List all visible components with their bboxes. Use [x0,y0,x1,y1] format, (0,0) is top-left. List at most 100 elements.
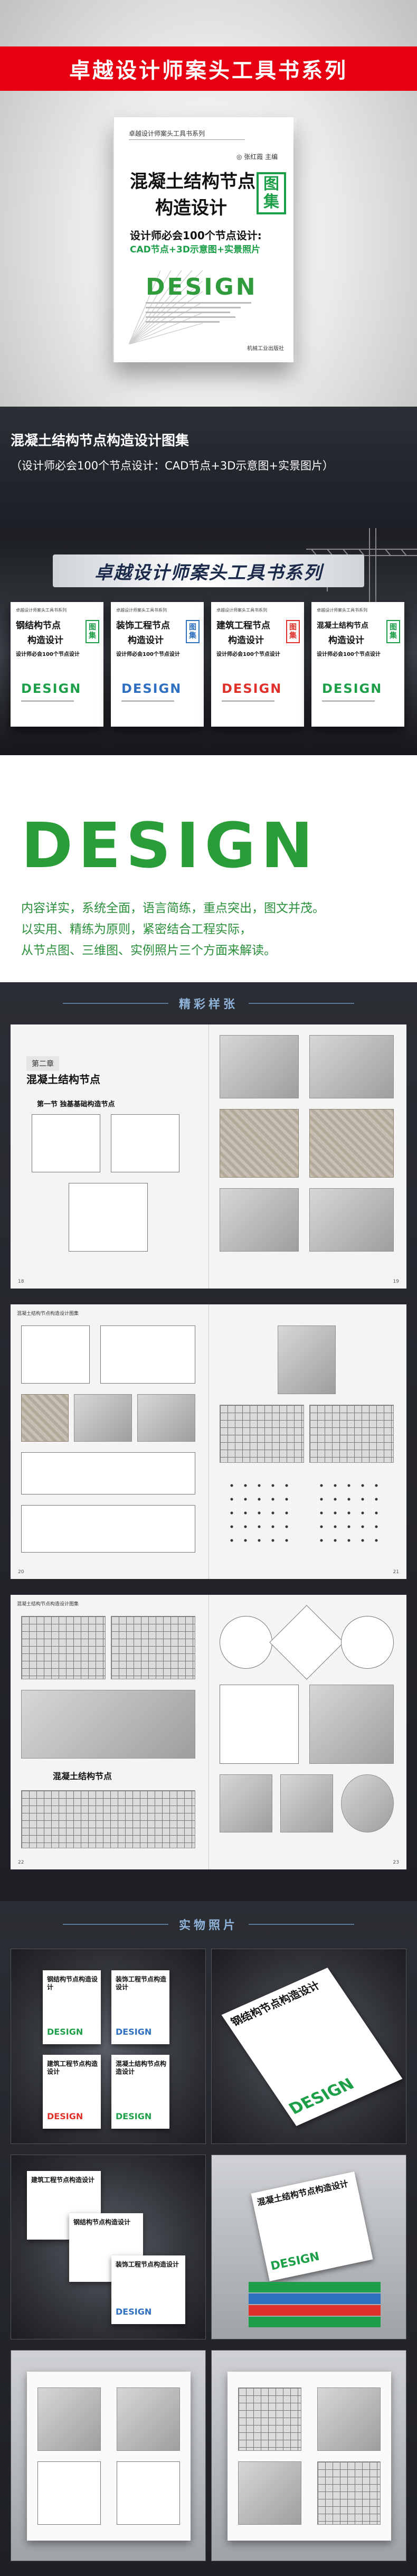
photo-1-book-1: 钢结构节点构造设计 DESIGN [43,1970,101,2044]
photo-5-render-2 [117,2387,180,2451]
photo-3-book-2-title: 钢结构节点构造设计 [73,2218,131,2226]
photo-1-book-3: 建筑工程节点构造设计 DESIGN [43,2055,101,2129]
series-book-4-tag1: 图 [390,623,397,632]
series-book-2-tag1: 图 [189,623,196,632]
series-book-4-sub: 设计师必会100个节点设计 [317,652,381,657]
series-book-3-bar [222,700,274,702]
book-series-rule [129,139,245,140]
photo-1-book-1-design: DESIGN [47,2027,83,2037]
spread-3-drawing-1 [219,1616,272,1669]
spread-3-drawing-2 [269,1605,344,1680]
spread-3-grid-2 [111,1616,195,1679]
series-book-4-title2: 构造设计 [328,635,364,646]
spread-3-right-page: 23 [209,1595,407,1869]
photo-4-spine-3 [249,2305,381,2316]
series-book-3-series: 卓越设计师案头工具书系列 [216,608,267,613]
spread-3-page-right: 23 [393,1860,399,1865]
series-book-1-design: DESIGN [21,681,82,696]
photo-stacked-books: 建筑工程节点构造设计 钢结构节点构造设计 装饰工程节点构造设计 DESIGN [11,2155,206,2339]
spread-2-render-2 [137,1394,195,1442]
book-subtitle-2: CAD节点+3D示意图+实景照片 [130,245,261,255]
spread-3-render-4 [280,1774,333,1832]
series-book-2-title2: 构造设计 [128,635,164,646]
series-book-1-bar [21,700,74,702]
series-book-3-design: DESIGN [222,681,282,696]
spread-2-photo-1 [21,1394,69,1442]
design-big-word: DESIGN [21,809,319,882]
series-book-2-tag: 图 集 [186,620,200,643]
photo-1-book-4-title: 混凝土结构节点构造设计 [116,2060,167,2075]
book-design-word: DESIGN [146,274,258,300]
spread-2-grid-1 [219,1405,304,1463]
book-tag-char1: 图 [263,175,279,193]
series-book-4-series: 卓越设计师案头工具书系列 [317,608,367,613]
photo-4-spine-1 [249,2282,381,2292]
series-book-2: 卓越设计师案头工具书系列 装饰工程节点 构造设计 图 集 设计师必会100个节点… [111,602,204,727]
photo-book-pile: 混凝土结构节点构造设计 DESIGN [211,2155,406,2339]
series-book-4-bar [322,700,375,702]
spread-1-page-right: 19 [393,1279,399,1284]
photo-5-open-book [27,2372,191,2541]
book-tag-atlas: 图 集 [257,172,286,214]
book-series-label: 卓越设计师案头工具书系列 [129,130,205,137]
series-book-2-bar [121,700,174,702]
series-book-3-tag1: 图 [289,623,297,632]
series-book-3-title1: 建筑工程节点 [216,621,270,631]
series-book-1-title1: 钢结构节点 [16,621,61,631]
series-title: 卓越设计师案头工具书系列 [94,562,323,584]
photo-2-book-design: DESIGN [285,2075,358,2118]
photo-4-book-top: 混凝土结构节点构造设计 DESIGN [251,2171,373,2281]
spread-1-render-4 [309,1188,394,1252]
series-title-plate: 卓越设计师案头工具书系列 [53,554,364,587]
series-book-4: 卓越设计师案头工具书系列 混凝土结构节点 构造设计 图 集 设计师必会100个节… [311,602,404,727]
design-line-3: 从节点图、三维图、实例照片三个方面来解读。 [21,944,276,957]
design-line-1: 内容详实，系统全面，语言简练，重点突出，图文并茂。 [21,901,325,915]
spread-2-dots-2 [314,1479,388,1542]
photo-1-book-4: 混凝土结构节点构造设计 DESIGN [111,2055,169,2129]
hero-dark-band [0,407,417,528]
design-line-2: 以实用、精练为原则，紧密结合工程实际， [21,923,252,936]
spread-1-drawing-1 [32,1114,100,1172]
photo-6-grid-1 [238,2387,301,2451]
spread-3-header: 混凝土结构节点构造设计图集 [17,1602,79,1607]
spread-3-drawing-4 [219,1685,299,1764]
series-book-3-tag: 图 集 [286,620,300,643]
photo-5-render-1 [37,2387,101,2451]
hero-band-subtitle: （设计师必会100个节点设计：CAD节点+3D示意图+实景图片） [11,459,334,472]
spread-2-render-1 [74,1394,132,1442]
book-tag-char2: 集 [263,193,279,211]
spread-1-render-1 [219,1035,299,1098]
series-book-1-series: 卓越设计师案头工具书系列 [16,608,67,613]
spread-1-section: 第一节 独基基础构造节点 [37,1101,115,1108]
series-book-2-design: DESIGN [121,681,182,696]
photo-open-book-1 [11,2350,206,2561]
spread-2-left-page: 混凝土结构节点构造设计图集 20 [11,1304,209,1579]
spread-1-drawing-3 [69,1183,148,1252]
series-book-1-tag: 图 集 [86,620,99,643]
spread-3-render-5 [340,1774,394,1832]
spread-3-chapter-title: 混凝土结构节点 [53,1771,112,1781]
series-book-2-tag2: 集 [189,632,196,640]
photo-1-book-1-title: 钢结构节点构造设计 [47,1976,98,1991]
photos-heading-text: 实物照片 [178,1919,238,1932]
sample-spread-3: 混凝土结构节点构造设计图集 混凝土结构节点 22 23 [11,1595,406,1869]
photo-1-book-4-design: DESIGN [116,2111,152,2121]
hero-band-title: 混凝土结构节点构造设计图集 [11,433,189,449]
series-book-1-tag2: 集 [89,632,96,640]
photo-3-book-1-title: 建筑工程节点构造设计 [31,2176,95,2184]
book-title-line1: 混凝土结构节点 [130,171,255,192]
photo-5-drawing-2 [117,2461,180,2525]
photo-1-book-2-design: DESIGN [116,2027,152,2037]
photo-6-render-1 [317,2387,381,2451]
series-book-2-sub: 设计师必会100个节点设计 [116,652,180,657]
series-book-2-title1: 装饰工程节点 [116,621,170,631]
spread-1-render-2 [309,1035,394,1098]
spread-2-drawing-1 [21,1325,90,1384]
photo-1-book-2: 装饰工程节点构造设计 DESIGN [111,1970,169,2044]
series-book-4-title1: 混凝土结构节点 [317,622,368,630]
photo-4-book-top-title: 混凝土结构节点构造设计 [256,2178,349,2208]
series-book-1-tag1: 图 [89,623,96,632]
book-title-line2: 构造设计 [155,198,227,219]
spread-3-grid-1 [21,1616,106,1679]
series-book-1-sub: 设计师必会100个节点设计 [16,652,80,657]
